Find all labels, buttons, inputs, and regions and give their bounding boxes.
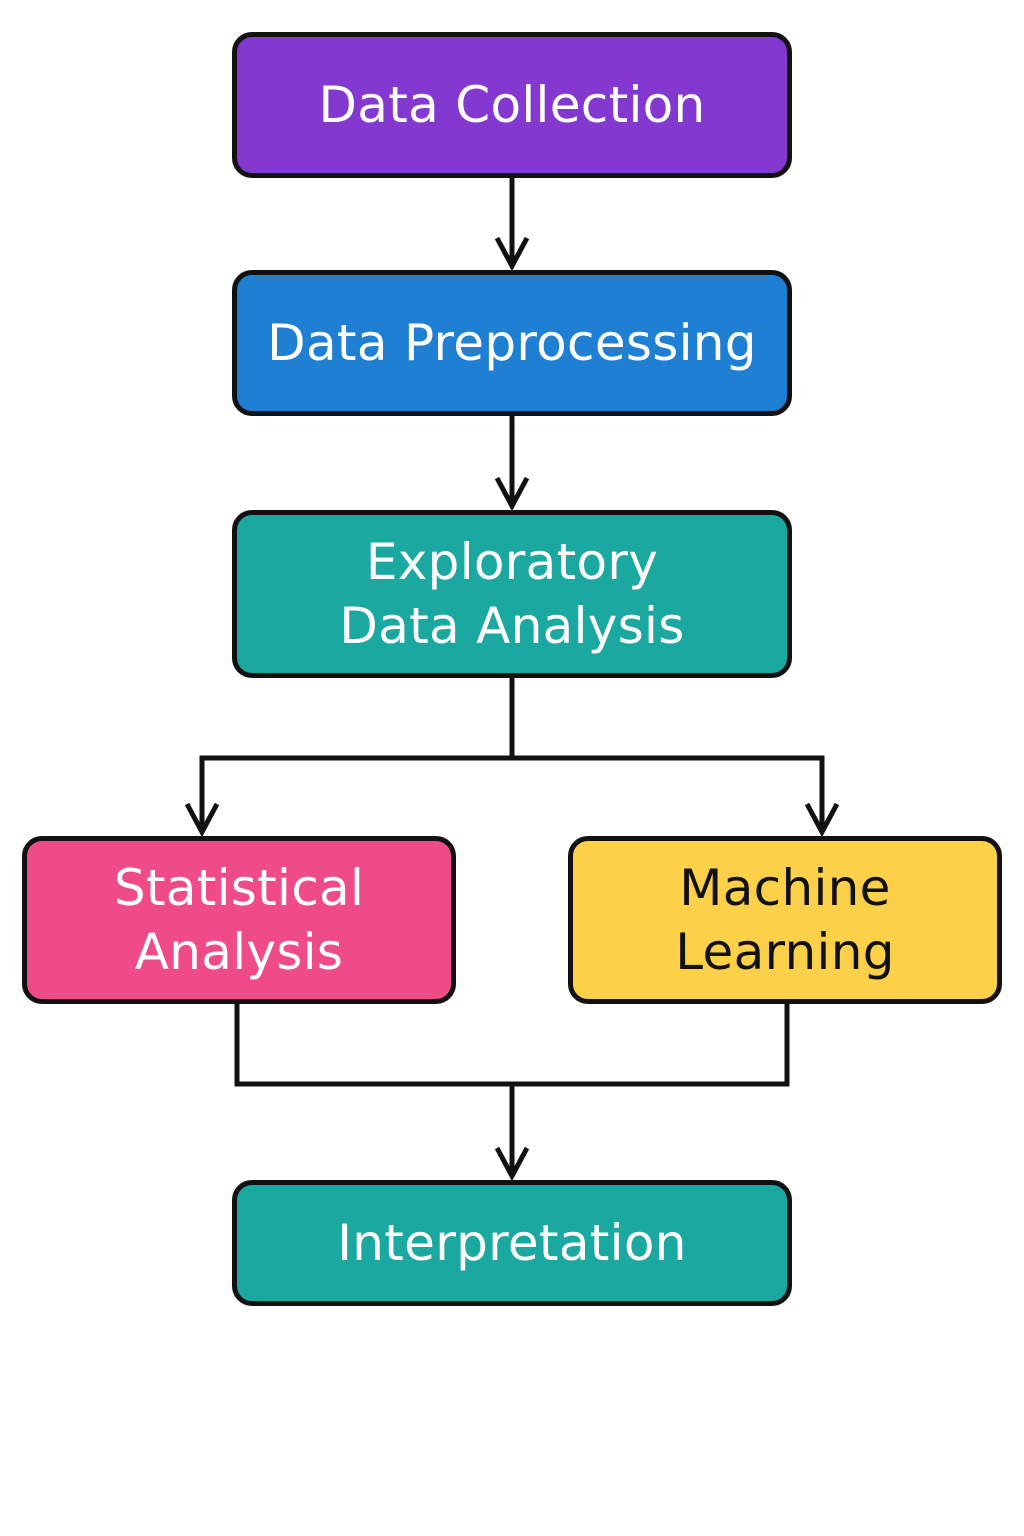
node-label-line: Data Collection — [318, 76, 706, 134]
node-label-line: Exploratory — [365, 533, 659, 591]
node-label-line: Learning — [675, 923, 895, 981]
node-label-line: Analysis — [134, 923, 344, 981]
node-label-line: Interpretation — [337, 1214, 687, 1272]
node-label-machine-learning: Machine Learning — [675, 856, 894, 984]
node-label-line: Data Analysis — [339, 597, 685, 655]
node-interpretation: Interpretation — [232, 1180, 792, 1306]
edge-machine-learning-to-merge — [512, 1004, 790, 1087]
node-statistical-analysis: Statistical Analysis — [22, 836, 456, 1004]
edge-eda-to-machine-learning — [512, 755, 822, 832]
node-label-line: Machine — [679, 859, 891, 917]
node-label-interpretation: Interpretation — [337, 1211, 687, 1275]
node-label-data-collection: Data Collection — [318, 73, 705, 137]
node-label-line: Data Preprocessing — [267, 314, 757, 372]
node-label-data-preprocessing: Data Preprocessing — [267, 311, 757, 375]
node-machine-learning: Machine Learning — [568, 836, 1002, 1004]
node-exploratory-data-analysis: Exploratory Data Analysis — [232, 510, 792, 678]
node-label-statistical-analysis: Statistical Analysis — [114, 856, 364, 984]
node-label-line: Statistical — [113, 859, 365, 917]
node-data-collection: Data Collection — [232, 32, 792, 178]
edge-eda-to-statistical-analysis — [202, 755, 512, 832]
node-label-exploratory-data-analysis: Exploratory Data Analysis — [339, 530, 684, 658]
edge-statistical-analysis-to-merge — [234, 1004, 512, 1087]
node-data-preprocessing: Data Preprocessing — [232, 270, 792, 416]
